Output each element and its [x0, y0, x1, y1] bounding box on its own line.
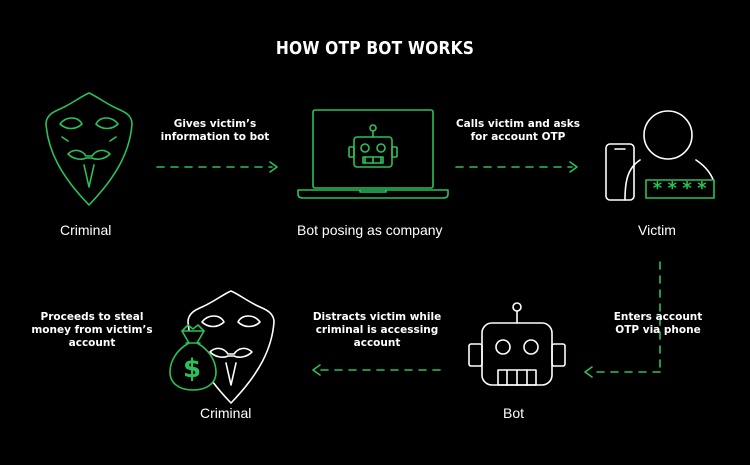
caption-steals: Proceeds to steal money from victim’s ac… — [31, 311, 153, 349]
caption-calls-victim: Calls victim and asks for account OTP — [455, 118, 581, 143]
arrowheads — [269, 161, 593, 378]
label-victim: Victim — [638, 222, 676, 238]
label-criminal-bottom: Criminal — [200, 405, 252, 421]
bot-icon — [468, 302, 566, 386]
connector-lines — [156, 166, 661, 373]
criminal-mask-icon — [45, 92, 133, 206]
page-title: HOW OTP BOT WORKS — [275, 38, 475, 59]
label-bot: Bot — [503, 405, 525, 421]
caption-distracts: Distracts victim while criminal is acces… — [312, 311, 442, 349]
password-mask-text: **** — [652, 178, 712, 199]
password-box — [645, 179, 715, 199]
money-bag-icon — [169, 324, 217, 391]
money-symbol: $ — [183, 354, 202, 384]
label-bot-company: Bot posing as company — [297, 222, 443, 238]
criminal-mask-bottom-icon — [187, 290, 275, 404]
label-criminal-top: Criminal — [60, 222, 112, 238]
laptop-bot-icon — [297, 109, 449, 199]
caption-enters-otp: Enters account OTP via phone — [613, 311, 703, 336]
caption-gives-info: Gives victim’s information to bot — [160, 118, 270, 143]
